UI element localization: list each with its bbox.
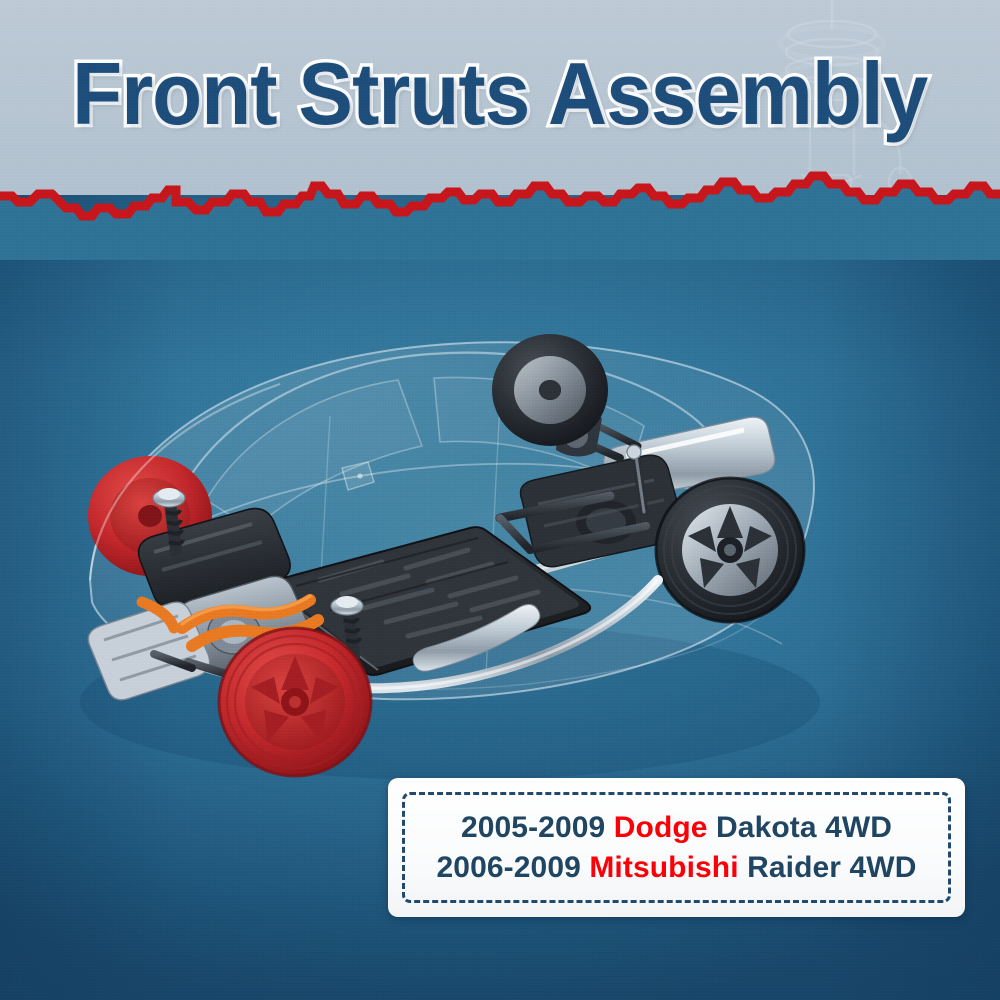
page-title-container: Front Struts Assembly	[0, 44, 1000, 144]
fitment-model-1: Dakota 4WD	[716, 810, 893, 844]
fitment-brand-1: Dodge	[613, 810, 708, 844]
fitment-line-1: 2005-2009 Dodge Dakota 4WD	[461, 811, 892, 845]
page-title: Front Struts Assembly	[69, 44, 932, 143]
fitment-model-2: Raider 4WD	[747, 850, 917, 884]
ev-chassis-illustration	[80, 334, 820, 780]
fitment-list: 2005-2009 Dodge Dakota 4WD 2006-2009 Mit…	[388, 778, 965, 917]
fitment-years-2: 2006-2009	[436, 850, 581, 884]
fitment-years-1: 2005-2009	[460, 810, 606, 844]
torn-edge-divider	[0, 171, 1000, 260]
front-strut-left	[152, 488, 186, 556]
fitment-box-dashed-border	[402, 792, 951, 903]
fitment-line-2: 2006-2009 Mitsubishi Raider 4WD	[437, 851, 917, 885]
front-wheel-near	[217, 626, 373, 778]
rear-shock-absorber	[626, 444, 649, 517]
fitment-brand-2: Mitsubishi	[589, 850, 739, 884]
rear-wheel-near	[654, 476, 806, 624]
rear-wheel-far	[492, 334, 608, 446]
fitment-box: 2005-2009 Dodge Dakota 4WD 2006-2009 Mit…	[388, 778, 965, 917]
front-strut-right	[330, 596, 364, 662]
